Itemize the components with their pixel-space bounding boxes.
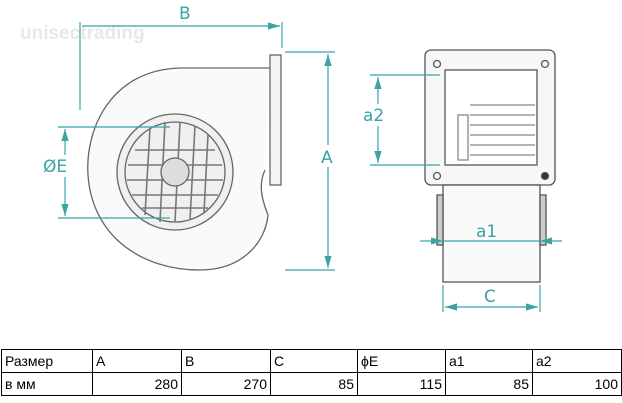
table-cell: a1 — [445, 349, 533, 373]
table-cell: 280 — [92, 372, 182, 396]
mounting-flange — [269, 54, 282, 186]
table-cell: в мм — [1, 372, 93, 396]
dim-label-a2: a2 — [363, 106, 384, 126]
dim-label-a: A — [321, 148, 333, 168]
table-cell: B — [181, 349, 271, 373]
table-cell: 115 — [357, 372, 446, 396]
table-cell: a2 — [532, 349, 622, 373]
dimensions-table: Размер A B C ϕE a1 a2 в мм 280 270 85 11… — [1, 349, 622, 396]
table-cell: ϕE — [357, 349, 446, 373]
table-cell: 85 — [445, 372, 533, 396]
table-cell: 270 — [181, 372, 271, 396]
dim-label-b: B — [179, 4, 191, 24]
table-cell: C — [270, 349, 358, 373]
dim-label-a1: a1 — [476, 222, 497, 242]
dim-label-e: ØE — [43, 157, 67, 177]
table-header-row: Размер A B C ϕE a1 a2 — [1, 349, 622, 373]
side-view — [87, 54, 282, 271]
table-cell: 100 — [532, 372, 622, 396]
table-cell: 85 — [270, 372, 358, 396]
table-cell: A — [92, 349, 182, 373]
impeller — [457, 104, 535, 161]
dim-label-c: C — [484, 287, 496, 307]
front-dimensions — [370, 74, 562, 312]
technical-drawing: B A ØE a2 a1 C — [42, 4, 562, 312]
watermark: unisectrading — [20, 23, 145, 44]
front-view — [424, 49, 556, 283]
table-row: в мм 280 270 85 115 85 100 — [1, 372, 622, 396]
table-cell: Размер — [1, 349, 93, 373]
